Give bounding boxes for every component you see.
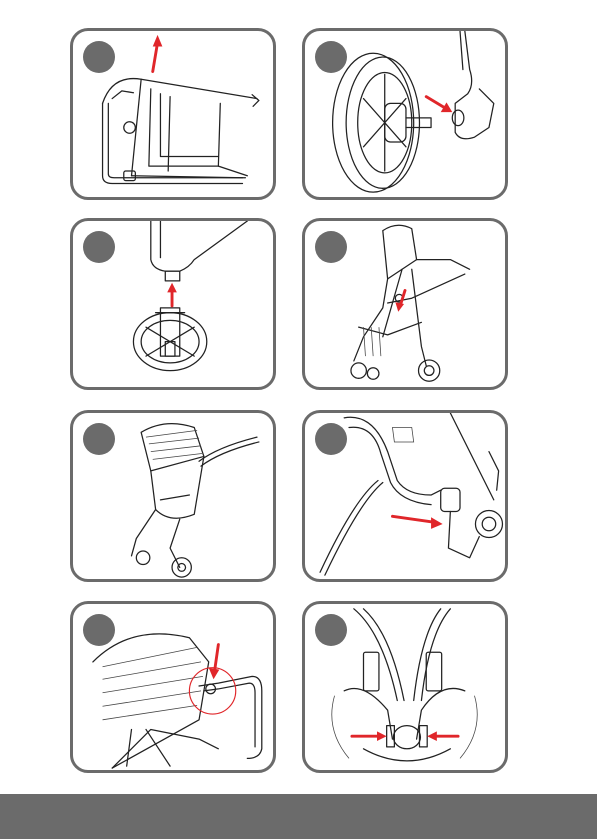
step-panel-2 xyxy=(302,28,508,200)
insert-arrow xyxy=(426,97,445,109)
step-panel-6 xyxy=(302,410,508,582)
step-badge xyxy=(83,614,115,646)
press-arrow xyxy=(215,645,219,672)
step-badge xyxy=(83,423,115,455)
step-badge xyxy=(315,614,347,646)
step-panel-3 xyxy=(70,218,276,390)
step-panel-1 xyxy=(70,28,276,200)
step-panel-5 xyxy=(70,410,276,582)
step-badge xyxy=(83,41,115,73)
step-badge xyxy=(83,231,115,263)
insert-arrow xyxy=(392,516,433,522)
step-badge xyxy=(315,423,347,455)
step-badge xyxy=(315,41,347,73)
lift-arrow xyxy=(153,43,158,72)
step-badge xyxy=(315,231,347,263)
footer-bar xyxy=(0,794,597,839)
step-panel-4 xyxy=(302,218,508,390)
step-panel-7 xyxy=(70,601,276,773)
step-panel-8 xyxy=(302,601,508,773)
